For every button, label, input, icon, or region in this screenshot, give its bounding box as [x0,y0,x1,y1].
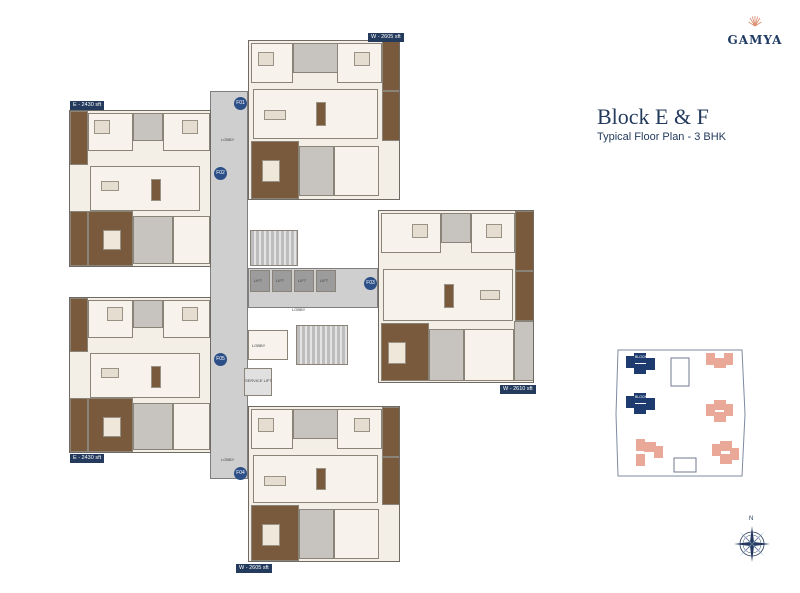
core-label: SERVICE LIFT [245,378,272,383]
service-lift [244,368,272,396]
unit-w-right [378,210,534,383]
brand-logo: GAMYA [722,14,788,47]
stair-lower [296,325,348,365]
flat-number-badge: F03 [364,277,377,290]
unit-area-tag: E - 2430 sft [70,101,105,110]
stair-upper [250,230,298,266]
lift-3 [294,270,314,292]
north-label: N [749,516,754,522]
core-label: LOBBY [252,343,266,348]
brand-name: GAMYA [727,33,783,47]
lift-4 [316,270,336,292]
unit-area-tag: W - 2610 sft [500,385,536,394]
lift-1 [250,270,270,292]
core-label: LIFT [276,278,285,283]
sun-logo-icon [748,16,762,27]
core-label: LIFT [320,278,329,283]
page-title: Block E & F [597,104,709,129]
key-block-label: BLOCK F [635,395,650,399]
flat-number-badge: F01 [234,97,247,110]
unit-w-bottom [248,406,400,562]
flat-number-badge: F04 [234,467,247,480]
unit-e-top [69,110,211,267]
key-block-e [626,353,655,414]
unit-area-tag: W - 2605 sft [368,33,404,42]
unit-area-tag: E - 2430 sft [70,454,105,463]
key-plan: BLOCK E BLOCK F [614,344,747,478]
lobby-room [248,330,288,360]
core-label: LOBBY [221,137,235,142]
lift-2 [272,270,292,292]
page-subtitle: Typical Floor Plan - 3 BHK [597,131,726,143]
unit-area-tag: W - 2605 sft [236,564,272,573]
unit-w-top [248,40,400,200]
flat-number-badge: F02 [214,167,227,180]
corridor-vertical [210,91,248,479]
core-label: LIFT [254,278,263,283]
unit-e-bottom [69,297,211,453]
floor-plan: LOBBY LOBBY LIFT LIFT LIFT LIFT SERVICE … [69,33,536,573]
compass-rose-icon: N [732,516,772,566]
key-block-label: BLOCK E [635,355,651,359]
core-label: LOBBY [221,457,235,462]
core-label: LIFT [298,278,307,283]
core-label: LOBBY [292,307,306,312]
flat-number-badge: F05 [214,353,227,366]
